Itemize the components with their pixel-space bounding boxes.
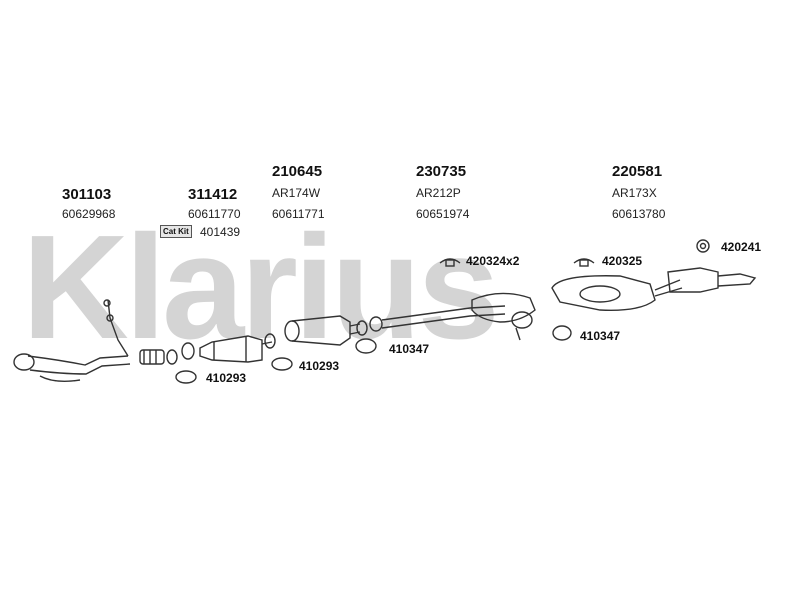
klarius-watermark: Klarius: [22, 205, 500, 370]
gasket-drawing: [175, 370, 197, 384]
rear-silencer-drawing: [551, 267, 757, 341]
code-60611771: 60611771: [272, 207, 325, 221]
ring-drawing: [181, 342, 195, 360]
sub-code-AR174W: AR174W: [272, 186, 321, 200]
code-60629968: 60629968: [62, 207, 116, 221]
ref-420241: 420241: [721, 240, 762, 254]
flex-pipe-drawing: [139, 349, 178, 365]
part-number-311412: 311412: [188, 186, 238, 203]
code-60651974: 60651974: [416, 207, 470, 221]
cat-kit-code: 401439: [200, 225, 241, 239]
code-60613780: 60613780: [612, 207, 666, 221]
intermediate-pipe-drawing: [355, 292, 536, 354]
sub-code-AR212P: AR212P: [416, 186, 461, 200]
ref-420324x2: 420324x2: [466, 254, 520, 268]
part-number-220581: 220581: [612, 163, 663, 180]
front-pipe-drawing: [13, 299, 131, 383]
ref-420325: 420325: [602, 254, 643, 268]
ref-410347-rear: 410347: [580, 329, 621, 343]
sub-code-AR173X: AR173X: [612, 186, 657, 200]
center-silencer-drawing: [284, 315, 368, 346]
part-number-210645: 210645: [272, 163, 323, 180]
ref-410347-center: 410347: [389, 342, 430, 356]
catalytic-converter-drawing: [199, 335, 273, 363]
part-number-301103: 301103: [62, 186, 112, 203]
hanger-drawing: [439, 239, 710, 267]
cat-kit-badge: Cat Kit: [160, 225, 192, 238]
gasket-drawing: [271, 357, 293, 371]
ref-410293-mid: 410293: [299, 359, 340, 373]
ref-410293-front: 410293: [206, 371, 247, 385]
code-60611770: 60611770: [188, 207, 241, 221]
part-number-230735: 230735: [416, 163, 467, 180]
ring-drawing: [264, 333, 276, 349]
